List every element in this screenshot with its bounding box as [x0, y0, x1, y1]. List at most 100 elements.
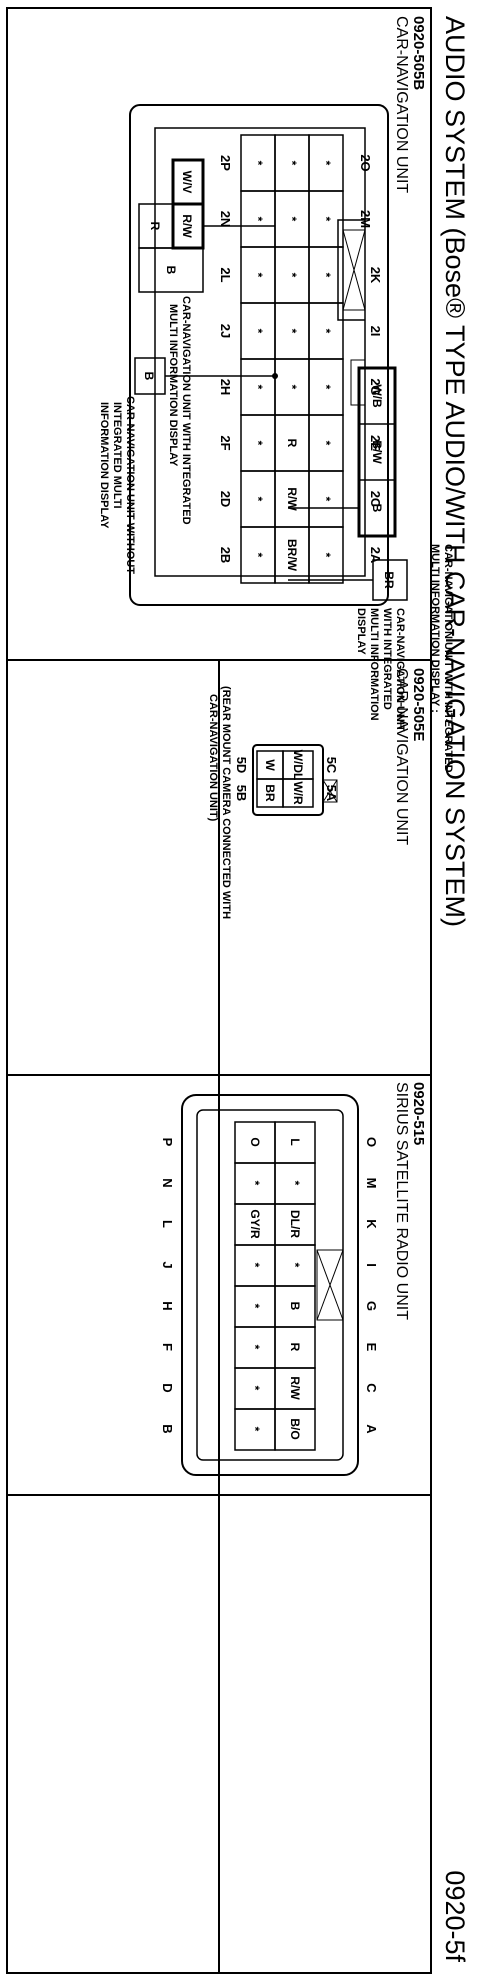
wire-color: B — [142, 372, 156, 381]
pin-cell: L — [288, 1138, 302, 1145]
pin-number: 5D — [234, 757, 249, 774]
pin-cell: O — [248, 1137, 262, 1146]
wire-box — [357, 366, 397, 538]
without-note: CAR-NAVIGATION UNIT WITHOUT INTEGRATED M… — [98, 396, 136, 577]
pin-cell: * — [319, 217, 333, 222]
connector-housing — [181, 1094, 359, 1476]
pin-number: 2C — [368, 491, 383, 508]
pin-cell: * — [251, 497, 265, 502]
pin-cell: * — [248, 1304, 262, 1309]
pin-number: D — [160, 1383, 175, 1392]
wire-box — [138, 247, 204, 293]
pin-cell: * — [251, 329, 265, 334]
pin-cell: * — [248, 1345, 262, 1350]
lock-tab — [316, 1249, 344, 1321]
pin-number: 2E — [368, 435, 383, 451]
pin-number: J — [160, 1261, 175, 1268]
pin-cell: * — [288, 1263, 302, 1268]
pin-cell: * — [319, 161, 333, 166]
pin-cell: * — [285, 217, 299, 222]
pin-cell: * — [285, 161, 299, 166]
pin-number: 2F — [218, 435, 233, 450]
pin-number: L — [160, 1220, 175, 1228]
pin-number: 2O — [358, 154, 373, 171]
pin-cell: * — [319, 497, 333, 502]
connector-505e: 0920-505E CAR-NAVIGATION UNIT W/DL W/R W… — [207, 668, 427, 922]
pin-number: P — [160, 1138, 175, 1147]
pin-number: 2M — [358, 210, 373, 228]
connector-code: 0920-505B — [410, 16, 427, 90]
wire-color: B — [164, 266, 178, 275]
pin-cell: * — [251, 273, 265, 278]
pin-cell: * — [285, 329, 299, 334]
pin-number: G — [364, 1301, 379, 1311]
br-note: CAR-NAVIGATION UNIT WITH INTEGRATED MULT… — [355, 608, 406, 735]
pin-number: 5A — [324, 785, 339, 802]
connector-515: 0920-515 SIRIUS SATELLITE RADIO UNIT L *… — [160, 1082, 427, 1476]
pin-number: 2N — [218, 211, 233, 228]
rear-camera-note: (REAR MOUNT CAMERA CONNECTED WITH CAR-NA… — [207, 686, 232, 922]
pin-cell: * — [319, 553, 333, 558]
pin-cell: R/W — [285, 487, 299, 511]
connector-name: CAR-NAVIGATION UNIT — [393, 16, 410, 193]
pin-cell: * — [319, 385, 333, 390]
pin-number: I — [364, 1263, 379, 1267]
pin-number: 5C — [324, 757, 339, 774]
pin-number: 2G — [368, 378, 383, 395]
pin-number: 2I — [368, 326, 383, 337]
wire-color: B — [370, 504, 384, 513]
pin-number: H — [160, 1301, 175, 1310]
pin-cell: * — [248, 1181, 262, 1186]
pin-cell: * — [319, 441, 333, 446]
pin-cell: * — [319, 273, 333, 278]
pin-cell: BR — [263, 784, 277, 802]
pin-cell: * — [285, 385, 299, 390]
pin-number: 5B — [234, 785, 249, 802]
pin-cell: W — [263, 759, 277, 771]
pin-cell: W/R — [291, 781, 305, 805]
integrated-left-note: CAR-NAVIGATION UNIT WITH INTEGRATED MULT… — [429, 544, 454, 776]
pin-number: M — [364, 1178, 379, 1189]
wire-color: W/V — [180, 171, 194, 194]
connector-505b: 0920-505B CAR-NAVIGATION UNIT * * * * * … — [98, 16, 454, 776]
connector-code: 0920-515 — [410, 1082, 427, 1145]
pin-cell: * — [251, 553, 265, 558]
page-number: 0920-5f — [440, 1870, 470, 1962]
pin-number: B — [160, 1424, 175, 1433]
connector-inner — [154, 127, 366, 577]
connector-code: 0920-505E — [410, 668, 427, 741]
pin-cell: * — [251, 161, 265, 166]
page-title: AUDIO SYSTEM (Bose® TYPE AUDIO/WITH CAR-… — [440, 16, 470, 927]
connector-name: CAR-NAVIGATION UNIT — [393, 668, 410, 845]
integrated-top-note: CAR-NAVIGATION UNIT WITH INTEGRATED MULT… — [167, 296, 192, 528]
pin-cell: * — [285, 273, 299, 278]
pin-cell: * — [251, 217, 265, 222]
pin-number: O — [364, 1137, 379, 1147]
pin-number: 2L — [218, 267, 233, 282]
pin-cell: GY/R — [248, 1209, 262, 1239]
pin-number: C — [364, 1383, 379, 1393]
pin-number: K — [364, 1219, 379, 1229]
pin-cell: B/O — [288, 1418, 302, 1439]
pin-number: 2D — [218, 491, 233, 508]
pin-cell: * — [248, 1427, 262, 1432]
pin-number: 2B — [218, 547, 233, 564]
lock-tab — [322, 779, 338, 803]
pin-cell: * — [251, 385, 265, 390]
pin-number: N — [160, 1178, 175, 1187]
wire-color: W/B — [370, 384, 384, 408]
pin-cell: W/DL — [291, 750, 305, 781]
connector-housing — [129, 104, 389, 606]
pin-number: 2P — [218, 155, 233, 171]
pin-cell: R — [288, 1343, 302, 1352]
pin-cell: R/W — [288, 1376, 302, 1400]
pin-cell: * — [288, 1181, 302, 1186]
pin-number: 2J — [218, 324, 233, 338]
wire-color: R/W — [180, 214, 194, 238]
pin-number: 2K — [368, 267, 383, 284]
wire-color: B/W — [370, 440, 384, 464]
pin-cell: DL/R — [288, 1210, 302, 1238]
pin-cell: B — [288, 1302, 302, 1311]
